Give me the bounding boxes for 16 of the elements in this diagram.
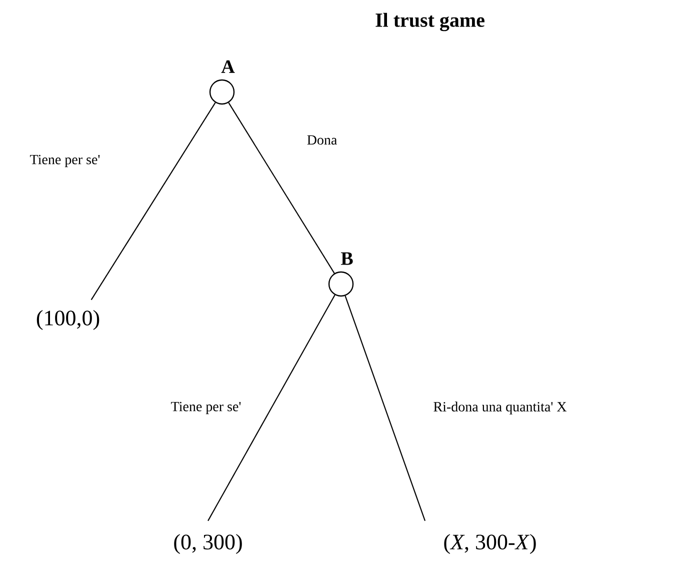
- edge-label: Tiene per se': [171, 402, 241, 414]
- decision-node: B: [328, 252, 354, 297]
- branch-line: [90, 102, 216, 300]
- branch-line: [228, 102, 335, 274]
- edge-label: Tiene per se': [30, 154, 100, 168]
- payoff-label: (X, 300-X): [444, 534, 536, 554]
- branch-line: [344, 296, 426, 521]
- branch-line: [208, 294, 336, 522]
- node-label: B: [340, 252, 353, 265]
- payoff-label: (100,0): [36, 310, 100, 330]
- decision-node: A: [209, 60, 235, 105]
- edge-label: Ri-dona una quantita' X: [434, 402, 567, 414]
- node-label: A: [221, 60, 235, 73]
- edge-label: Dona: [307, 135, 337, 145]
- title: Il trust game: [376, 12, 484, 32]
- payoff-label: (0, 300): [174, 534, 242, 554]
